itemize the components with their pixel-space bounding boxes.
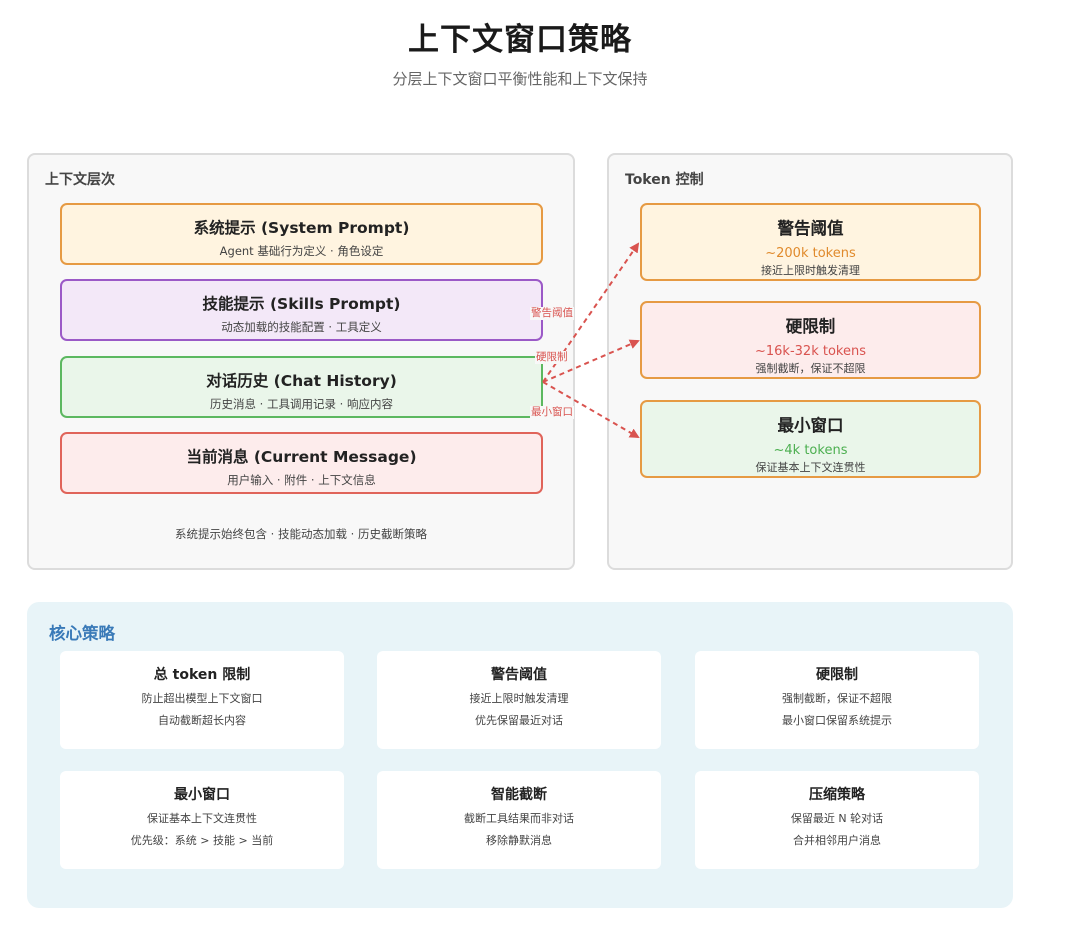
arrow-label-hard-limit: 硬限制 xyxy=(535,351,569,364)
strategy-card-line: 合并相邻用户消息 xyxy=(793,834,881,847)
layer-system-prompt: 系统提示 (System Prompt) Agent 基础行为定义 · 角色设定 xyxy=(60,203,543,265)
context-layers-title: 上下文层次 xyxy=(45,172,115,188)
token-box-name: 硬限制 xyxy=(785,317,836,336)
token-box-desc: 强制截断，保证不超限 xyxy=(755,362,866,375)
strategy-card-line: 保留最近 N 轮对话 xyxy=(790,812,884,825)
token-box-hard-limit: 硬限制 ~16k-32k tokens 强制截断，保证不超限 xyxy=(640,301,981,379)
layer-name: 对话历史 (Chat History) xyxy=(206,372,397,390)
strategy-card-line: 强制截断，保证不超限 xyxy=(782,692,892,705)
strategy-card-hard-limit: 硬限制 强制截断，保证不超限 最小窗口保留系统提示 xyxy=(695,651,979,749)
token-box-value: ~200k tokens xyxy=(765,246,856,261)
token-box-warning-threshold: 警告阈值 ~200k tokens 接近上限时触发清理 xyxy=(640,203,981,281)
token-box-min-window: 最小窗口 ~4k tokens 保证基本上下文连贯性 xyxy=(640,400,981,478)
arrow-label-min-window: 最小窗口 xyxy=(530,406,574,419)
core-strategy-title: 核心策略 xyxy=(49,624,115,643)
strategy-card-name: 硬限制 xyxy=(816,667,858,683)
strategy-card-line: 保证基本上下文连贯性 xyxy=(147,812,257,825)
strategy-card-line: 自动截断超长内容 xyxy=(158,714,246,727)
strategy-card-line: 接近上限时触发清理 xyxy=(469,692,569,705)
layer-desc: 历史消息 · 工具调用记录 · 响应内容 xyxy=(210,397,393,411)
token-box-desc: 保证基本上下文连贯性 xyxy=(755,461,866,474)
token-control-panel: Token 控制 警告阈值 ~200k tokens 接近上限时触发清理 硬限制… xyxy=(607,153,1013,570)
layer-chat-history: 对话历史 (Chat History) 历史消息 · 工具调用记录 · 响应内容 xyxy=(60,356,543,418)
strategy-card-line: 优先级：系统 > 技能 > 当前 xyxy=(130,834,274,847)
strategy-card-line: 优先保留最近对话 xyxy=(475,714,563,727)
arrow-label-warning: 警告阈值 xyxy=(530,307,574,320)
strategy-card-name: 总 token 限制 xyxy=(153,667,251,683)
strategy-card-warning-threshold: 警告阈值 接近上限时触发清理 优先保留最近对话 xyxy=(377,651,661,749)
strategy-card-line: 移除静默消息 xyxy=(486,834,552,847)
strategy-card-total-token-limit: 总 token 限制 防止超出模型上下文窗口 自动截断超长内容 xyxy=(60,651,344,749)
token-box-name: 最小窗口 xyxy=(777,416,844,435)
strategy-card-compression: 压缩策略 保留最近 N 轮对话 合并相邻用户消息 xyxy=(695,771,979,869)
layer-name: 系统提示 (System Prompt) xyxy=(193,219,410,237)
token-box-name: 警告阈值 xyxy=(777,219,844,238)
strategy-card-line: 截断工具结果而非对话 xyxy=(464,812,574,825)
strategy-card-name: 最小窗口 xyxy=(174,787,230,803)
context-layers-note: 系统提示始终包含 · 技能动态加载 · 历史截断策略 xyxy=(175,527,427,541)
context-layers-panel: 上下文层次 系统提示 (System Prompt) Agent 基础行为定义 … xyxy=(27,153,575,570)
layer-skills-prompt: 技能提示 (Skills Prompt) 动态加载的技能配置 · 工具定义 xyxy=(60,279,543,341)
core-strategy-panel: 核心策略 总 token 限制 防止超出模型上下文窗口 自动截断超长内容 警告阈… xyxy=(27,602,1013,908)
strategy-card-smart-truncation: 智能截断 截断工具结果而非对话 移除静默消息 xyxy=(377,771,661,869)
token-control-title: Token 控制 xyxy=(625,172,704,188)
strategy-card-min-window: 最小窗口 保证基本上下文连贯性 优先级：系统 > 技能 > 当前 xyxy=(60,771,344,869)
strategy-card-line: 最小窗口保留系统提示 xyxy=(782,714,892,727)
layer-name: 技能提示 (Skills Prompt) xyxy=(202,295,401,313)
strategy-card-name: 压缩策略 xyxy=(809,787,865,803)
token-box-value: ~4k tokens xyxy=(773,443,848,458)
layer-desc: Agent 基础行为定义 · 角色设定 xyxy=(219,244,384,258)
strategy-card-name: 警告阈值 xyxy=(491,667,547,683)
layer-desc: 动态加载的技能配置 · 工具定义 xyxy=(221,320,382,334)
strategy-card-name: 智能截断 xyxy=(491,787,547,803)
layer-current-message: 当前消息 (Current Message) 用户输入 · 附件 · 上下文信息 xyxy=(60,432,543,494)
page-title: 上下文窗口策略 xyxy=(408,22,632,58)
token-box-value: ~16k-32k tokens xyxy=(755,344,866,359)
token-box-desc: 接近上限时触发清理 xyxy=(761,264,860,277)
layer-name: 当前消息 (Current Message) xyxy=(186,448,417,466)
page-subtitle: 分层上下文窗口平衡性能和上下文保持 xyxy=(392,70,648,88)
strategy-card-line: 防止超出模型上下文窗口 xyxy=(141,692,263,705)
layer-desc: 用户输入 · 附件 · 上下文信息 xyxy=(227,473,376,487)
